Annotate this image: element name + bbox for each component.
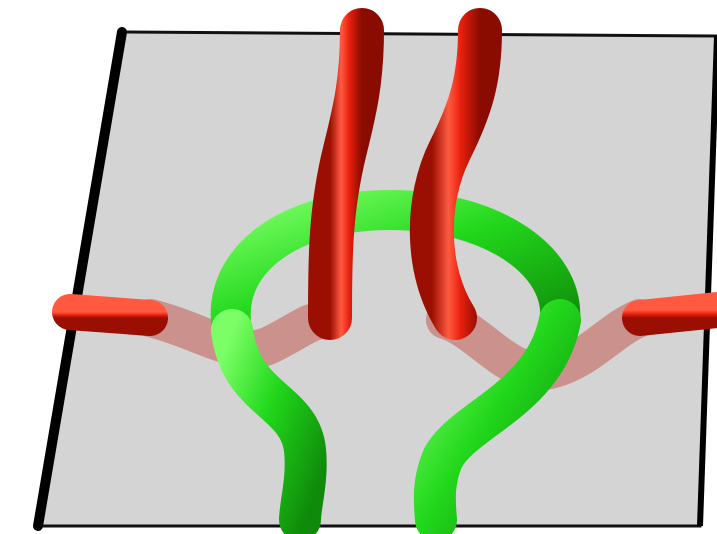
green-loop-back bbox=[210, 189, 581, 350]
green-loop-right-leg bbox=[413, 299, 581, 534]
plane-left-edge bbox=[33, 27, 127, 531]
red-side-right bbox=[622, 292, 717, 336]
red-strand-left bbox=[308, 8, 384, 340]
red-side-left bbox=[52, 294, 168, 336]
plane bbox=[36, 30, 717, 528]
red-strand-right bbox=[409, 8, 502, 340]
green-loop-left-leg bbox=[211, 309, 327, 534]
plane-right-edge bbox=[697, 35, 717, 527]
